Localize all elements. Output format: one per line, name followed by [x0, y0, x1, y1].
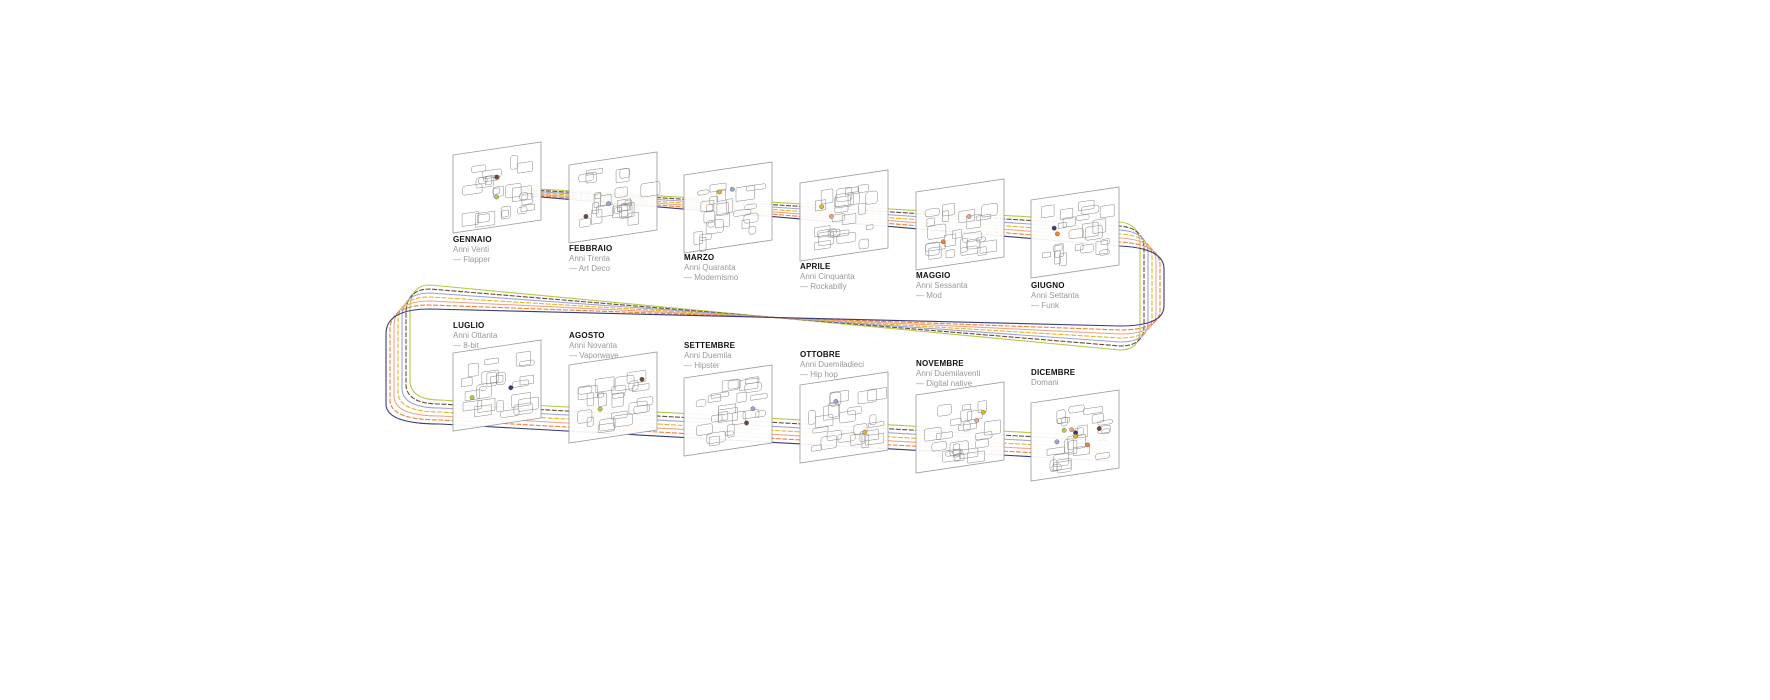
- month-label-decade: Anni Cinquanta: [800, 272, 855, 281]
- month-label-month: MAGGIO: [916, 271, 951, 280]
- month-label-decade: Anni Duemilaventi: [916, 369, 981, 378]
- month-label-month: LUGLIO: [453, 321, 485, 330]
- marker-dot: [862, 429, 868, 435]
- month-label-decade: Anni Ottanta: [453, 331, 498, 340]
- month-label-month: GENNAIO: [453, 235, 492, 244]
- month-label-decade: Anni Quaranta: [684, 263, 736, 272]
- month-label-month: AGOSTO: [569, 331, 605, 340]
- marker-dot: [494, 174, 500, 180]
- route-line: [385, 194, 1165, 462]
- marker-dot: [940, 239, 946, 245]
- month-illustration-panel: [452, 339, 542, 432]
- month-label-month: MARZO: [684, 253, 715, 262]
- marker-dot: [1051, 225, 1057, 231]
- month-label-month: FEBBRAIO: [569, 244, 613, 253]
- month-label-style: — 8-bit: [453, 341, 479, 350]
- marker-dot: [1096, 426, 1102, 431]
- month-illustration-panel: [568, 351, 658, 444]
- marker-dot: [469, 395, 475, 400]
- month-label-style: — Rockabilly: [800, 282, 847, 291]
- marker-dot: [833, 399, 839, 404]
- month-label-style: — Art Deco: [569, 264, 610, 273]
- month-illustration-panel: [568, 151, 661, 244]
- marker-dot: [974, 418, 980, 423]
- marker-dot: [494, 194, 499, 200]
- month-illustration-panel: [1030, 389, 1120, 482]
- month-label-style: — Vaporwave: [569, 351, 619, 360]
- month-label-month: DICEMBRE: [1031, 368, 1076, 377]
- marker-dot: [819, 204, 825, 210]
- month-label-decade: Anni Trenta: [569, 254, 610, 263]
- month-label-style: — Flapper: [453, 255, 491, 264]
- marker-dot: [750, 406, 756, 412]
- month-illustration-panel: [799, 371, 889, 464]
- marker-dot: [1061, 428, 1067, 433]
- month-label-decade: Anni Duemiladieci: [800, 360, 865, 369]
- marker-dot: [1073, 434, 1078, 439]
- month-illustration-panel: [915, 178, 1005, 271]
- marker-dot: [597, 406, 603, 412]
- month-label-decade: Anni Venti: [453, 245, 490, 254]
- marker-dot: [583, 214, 589, 219]
- month-label-month: OTTOBRE: [800, 350, 841, 359]
- marker-dot: [1069, 427, 1075, 432]
- month-label-style: — Digital native: [916, 379, 973, 388]
- month-label-style: — Funk: [1031, 301, 1060, 310]
- month-label-month: NOVEMBRE: [916, 359, 964, 368]
- month-illustration-panel: [915, 381, 1005, 474]
- marker-dot: [639, 376, 645, 382]
- marker-dot: [744, 420, 749, 426]
- month-illustration-panel: [452, 141, 542, 234]
- month-label-decade: Anni Settanta: [1031, 291, 1080, 300]
- month-label-style: — Hipster: [684, 361, 720, 370]
- marker-dot: [606, 201, 611, 206]
- marker-dot: [508, 385, 514, 391]
- month-label-month: APRILE: [800, 262, 831, 271]
- marker-dot: [1054, 439, 1060, 445]
- month-label-style: — Hip hop: [800, 370, 838, 379]
- month-label-month: GIUGNO: [1031, 281, 1065, 290]
- month-label-month: SETTEMBRE: [684, 341, 736, 350]
- month-label-style: — Modernismo: [684, 273, 739, 282]
- connection-lines: [385, 187, 1165, 462]
- marker-dot: [1055, 231, 1060, 237]
- month-label-decade: Anni Duemila: [684, 351, 732, 360]
- month-illustration-panel: [1030, 186, 1120, 279]
- month-label-decade: Domani: [1031, 378, 1059, 387]
- month-illustration-panel: [683, 364, 773, 457]
- month-illustration-panel: [799, 169, 889, 262]
- marker-dot: [717, 189, 722, 195]
- marker-dot: [966, 214, 972, 219]
- month-label-decade: Anni Novanta: [569, 341, 618, 350]
- marker-dot: [729, 186, 735, 192]
- marker-dot: [980, 409, 986, 415]
- month-illustration-panel: [683, 161, 773, 254]
- marker-dot: [829, 214, 834, 219]
- marker-dot: [1085, 442, 1090, 448]
- month-label-decade: Anni Sessanta: [916, 281, 968, 290]
- month-label-style: — Mod: [916, 291, 942, 300]
